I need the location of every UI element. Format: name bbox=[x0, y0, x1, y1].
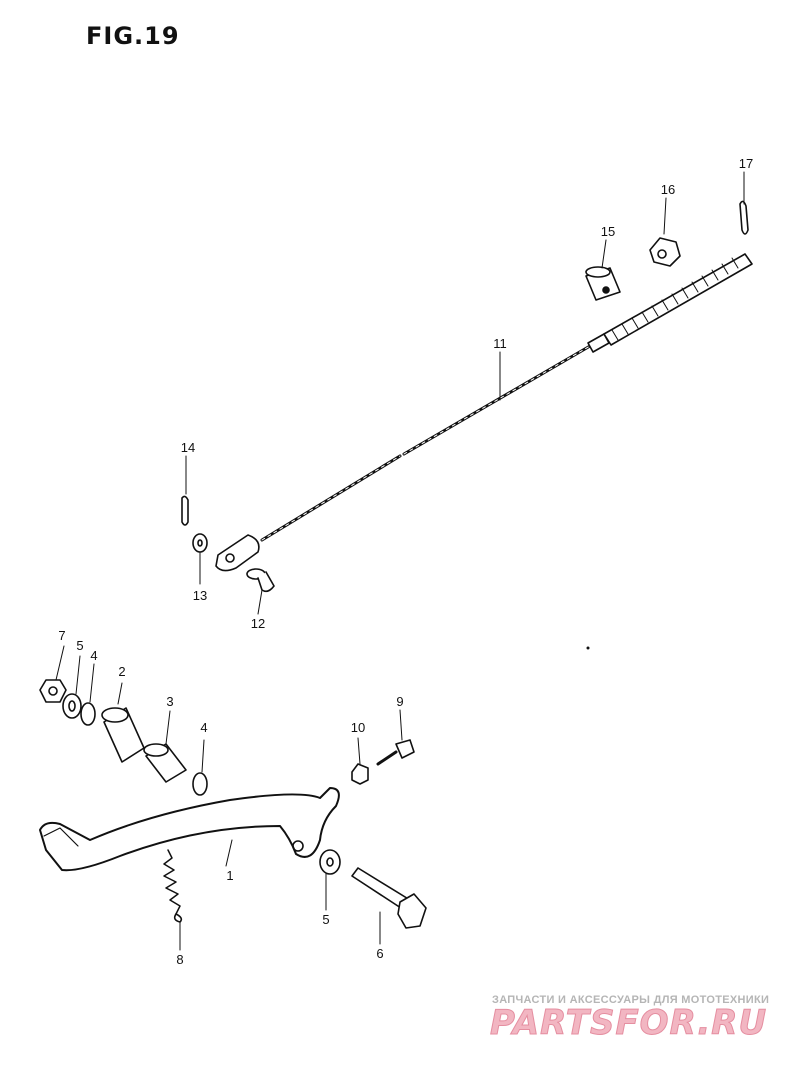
callout-10: 10 bbox=[350, 720, 366, 735]
callout-6: 6 bbox=[376, 946, 384, 961]
joint-15 bbox=[585, 266, 621, 301]
callout-9: 9 bbox=[396, 694, 404, 709]
o-ring-4-top bbox=[80, 702, 96, 726]
clevis-pin-12 bbox=[246, 568, 275, 593]
cotter-pin-14 bbox=[181, 495, 189, 526]
watermark-logo: PARTSFOR.RU bbox=[489, 1003, 768, 1044]
watermark-tagline: ЗАПЧАСТИ И АКСЕССУАРЫ ДЛЯ МОТОТЕХНИКИ bbox=[492, 994, 770, 1006]
figure-title: FIG.19 bbox=[86, 22, 180, 50]
callout-14: 14 bbox=[180, 440, 196, 455]
washer-13 bbox=[192, 533, 208, 553]
callout-15: 15 bbox=[600, 224, 616, 239]
callout-13: 13 bbox=[192, 588, 208, 603]
leader-lines bbox=[55, 171, 745, 951]
callout-4-bottom: 4 bbox=[200, 720, 208, 735]
callout-3: 3 bbox=[166, 694, 174, 709]
callout-1: 1 bbox=[226, 868, 234, 883]
speck bbox=[586, 646, 590, 650]
callout-8: 8 bbox=[176, 952, 184, 967]
bolt-9 bbox=[376, 739, 415, 766]
o-ring-4-bottom bbox=[192, 772, 208, 796]
callout-2: 2 bbox=[118, 664, 126, 679]
nut-7 bbox=[39, 679, 67, 703]
brake-pedal-1 bbox=[39, 787, 340, 872]
callout-5-top: 5 bbox=[76, 638, 84, 653]
washer-5-top bbox=[62, 693, 82, 719]
bolt-6 bbox=[351, 867, 427, 929]
washer-5-bottom bbox=[319, 849, 341, 875]
brake-rod-11 bbox=[215, 253, 753, 572]
callout-17: 17 bbox=[738, 156, 754, 171]
adjuster-nut-16 bbox=[649, 237, 681, 267]
callout-7: 7 bbox=[58, 628, 66, 643]
nut-10 bbox=[351, 763, 369, 785]
bushing-3 bbox=[143, 743, 187, 783]
spring-8 bbox=[163, 849, 183, 923]
callout-16: 16 bbox=[660, 182, 676, 197]
callout-12: 12 bbox=[250, 616, 266, 631]
bushing-2 bbox=[101, 707, 145, 763]
callout-11: 11 bbox=[493, 336, 507, 351]
cotter-pin-17 bbox=[739, 200, 749, 235]
callout-4-top: 4 bbox=[90, 648, 98, 663]
callout-5-bottom: 5 bbox=[322, 912, 330, 927]
